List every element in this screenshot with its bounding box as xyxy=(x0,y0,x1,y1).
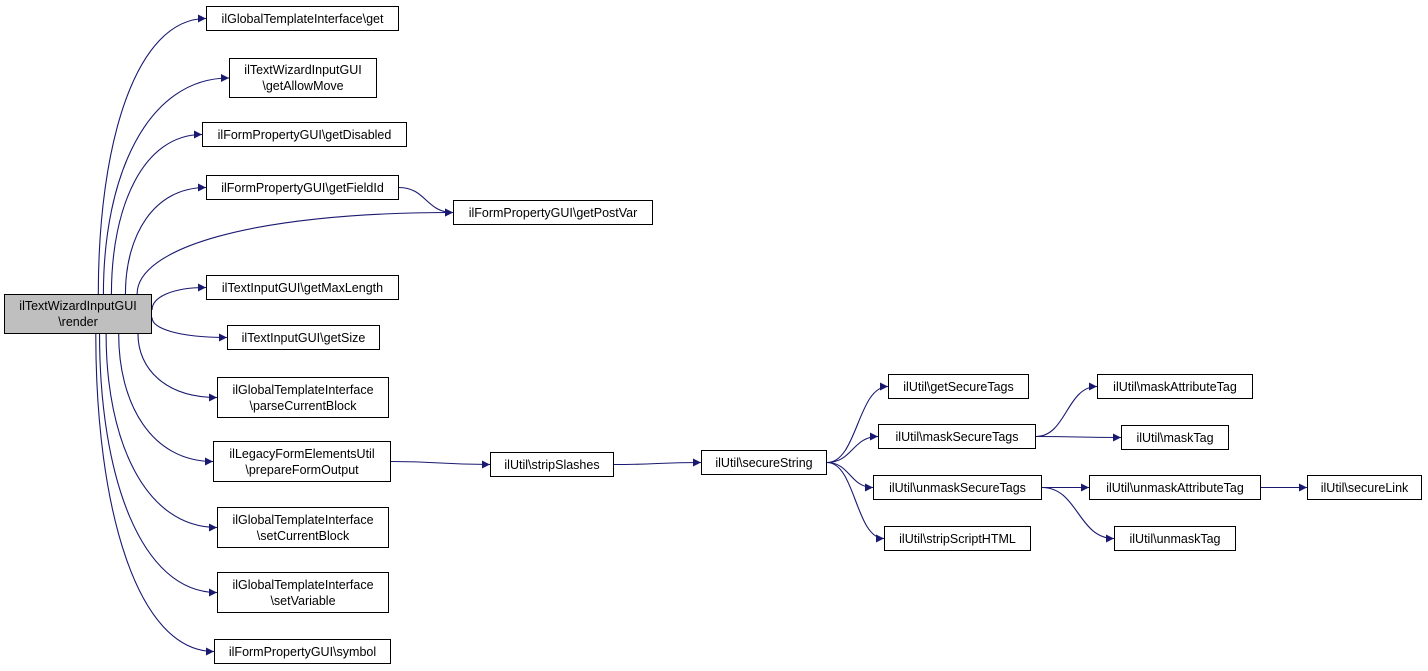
edge-render-to-symbol xyxy=(95,333,215,656)
node-secureLink[interactable]: ilUtil\secureLink xyxy=(1307,475,1422,500)
node-label: ilUtil\secureString xyxy=(715,455,813,470)
node-maskSecureTags[interactable]: ilUtil\maskSecureTags xyxy=(878,424,1036,449)
node-getFieldId[interactable]: ilFormPropertyGUI\getFieldId xyxy=(206,175,399,200)
node-label: ilGlobalTemplateInterface xyxy=(232,382,374,397)
edge-maskSecureTags-to-maskTag xyxy=(1035,433,1122,442)
edge-secureString-to-stripScriptHTML xyxy=(826,461,885,543)
node-label: \setVariable xyxy=(270,593,336,608)
node-label: ilUtil\stripSlashes xyxy=(504,457,600,472)
edge-prepareFormOutput-to-stripSlashes xyxy=(390,460,491,469)
node-label: ilUtil\stripScriptHTML xyxy=(899,531,1016,546)
edge-stripSlashes-to-secureString xyxy=(613,458,702,467)
edge-maskSecureTags-to-maskAttributeTag xyxy=(1035,382,1098,438)
node-getSize[interactable]: ilTextInputGUI\getSize xyxy=(227,325,380,350)
edge-secureString-to-getSecureTags xyxy=(826,382,889,464)
edge-render-to-getPostVar xyxy=(136,208,454,295)
node-label: ilFormPropertyGUI\symbol xyxy=(228,644,377,659)
node-label: \render xyxy=(58,315,98,329)
edge-getFieldId-to-getPostVar xyxy=(398,186,454,217)
edge-render-to-prepareFormOutput xyxy=(118,333,214,466)
node-unmaskAttributeTag[interactable]: ilUtil\unmaskAttributeTag xyxy=(1089,475,1261,500)
node-label: ilGlobalTemplateInterface xyxy=(232,577,374,592)
node-unmaskSecureTags[interactable]: ilUtil\unmaskSecureTags xyxy=(873,475,1042,500)
node-label: ilUtil\maskAttributeTag xyxy=(1113,379,1237,394)
edge-render-to-getSize xyxy=(151,317,228,342)
node-tpl_get[interactable]: ilGlobalTemplateInterface\get xyxy=(206,6,399,31)
node-unmaskTag[interactable]: ilUtil\unmaskTag xyxy=(1114,526,1236,551)
node-label: ilUtil\maskSecureTags xyxy=(895,429,1019,444)
node-setVariable[interactable]: ilGlobalTemplateInterface\setVariable xyxy=(217,572,389,613)
node-parseCurrentBlock[interactable]: ilGlobalTemplateInterface\parseCurrentBl… xyxy=(217,377,389,418)
node-label: ilTextWizardInputGUI xyxy=(244,63,362,77)
node-label: \parseCurrentBlock xyxy=(249,398,357,413)
node-prepareFormOutput[interactable]: ilLegacyFormElementsUtil\prepareFormOutp… xyxy=(213,441,391,482)
node-label: ilTextInputGUI\getMaxLength xyxy=(221,280,384,295)
node-label: \getAllowMove xyxy=(262,79,344,93)
node-maskTag[interactable]: ilUtil\maskTag xyxy=(1121,425,1229,450)
node-label: \setCurrentBlock xyxy=(256,528,350,543)
node-symbol[interactable]: ilFormPropertyGUI\symbol xyxy=(214,639,391,664)
node-label: ilGlobalTemplateInterface\get xyxy=(221,11,384,26)
node-label: ilUtil\getSecureTags xyxy=(903,379,1014,394)
edge-render-to-parseCurrentBlock xyxy=(137,333,218,402)
node-label: ilFormPropertyGUI\getDisabled xyxy=(217,127,392,142)
node-render: ilTextWizardInputGUI \render xyxy=(4,294,152,334)
node-label: ilLegacyFormElementsUtil xyxy=(229,446,375,461)
node-label: ilUtil\unmaskTag xyxy=(1129,531,1221,546)
node-getSecureTags[interactable]: ilUtil\getSecureTags xyxy=(888,374,1029,399)
node-secureString[interactable]: ilUtil\secureString xyxy=(701,450,827,475)
node-label: ilFormPropertyGUI\getPostVar xyxy=(468,205,638,220)
node-getAllowMove[interactable]: ilTextWizardInputGUI \getAllowMove xyxy=(229,58,377,98)
node-label: ilUtil\maskTag xyxy=(1136,430,1214,445)
edge-unmaskSecureTags-to-unmaskTag xyxy=(1041,486,1115,543)
node-label: ilFormPropertyGUI\getFieldId xyxy=(221,180,384,195)
node-stripSlashes[interactable]: ilUtil\stripSlashes xyxy=(490,452,614,477)
edge-render-to-getFieldId xyxy=(124,183,207,295)
node-stripScriptHTML[interactable]: ilUtil\stripScriptHTML xyxy=(884,526,1031,551)
node-maskAttributeTag[interactable]: ilUtil\maskAttributeTag xyxy=(1097,374,1253,399)
edge-render-to-setVariable xyxy=(98,333,218,597)
node-label: ilTextInputGUI\getSize xyxy=(241,330,366,345)
node-label: ilUtil\secureLink xyxy=(1320,480,1409,495)
node-label: ilUtil\unmaskSecureTags xyxy=(889,480,1026,495)
node-getDisabled[interactable]: ilFormPropertyGUI\getDisabled xyxy=(202,122,407,147)
node-getMaxLength[interactable]: ilTextInputGUI\getMaxLength xyxy=(206,275,399,300)
edge-render-to-getDisabled xyxy=(110,130,203,295)
node-label: ilGlobalTemplateInterface xyxy=(232,512,374,527)
edge-render-to-getAllowMove xyxy=(102,74,230,295)
edge-secureString-to-maskSecureTags xyxy=(826,432,879,464)
node-getPostVar[interactable]: ilFormPropertyGUI\getPostVar xyxy=(453,200,653,225)
node-label: ilTextWizardInputGUI xyxy=(19,299,137,313)
node-setCurrentBlock[interactable]: ilGlobalTemplateInterface\setCurrentBloc… xyxy=(217,507,389,548)
edge-render-to-setCurrentBlock xyxy=(105,333,218,532)
node-label: ilUtil\unmaskAttributeTag xyxy=(1106,480,1244,495)
edge-secureString-to-unmaskSecureTags xyxy=(826,461,874,492)
edge-render-to-tpl_get xyxy=(97,14,207,295)
node-label: \prepareFormOutput xyxy=(245,462,359,477)
edge-render-to-getMaxLength xyxy=(151,283,207,311)
